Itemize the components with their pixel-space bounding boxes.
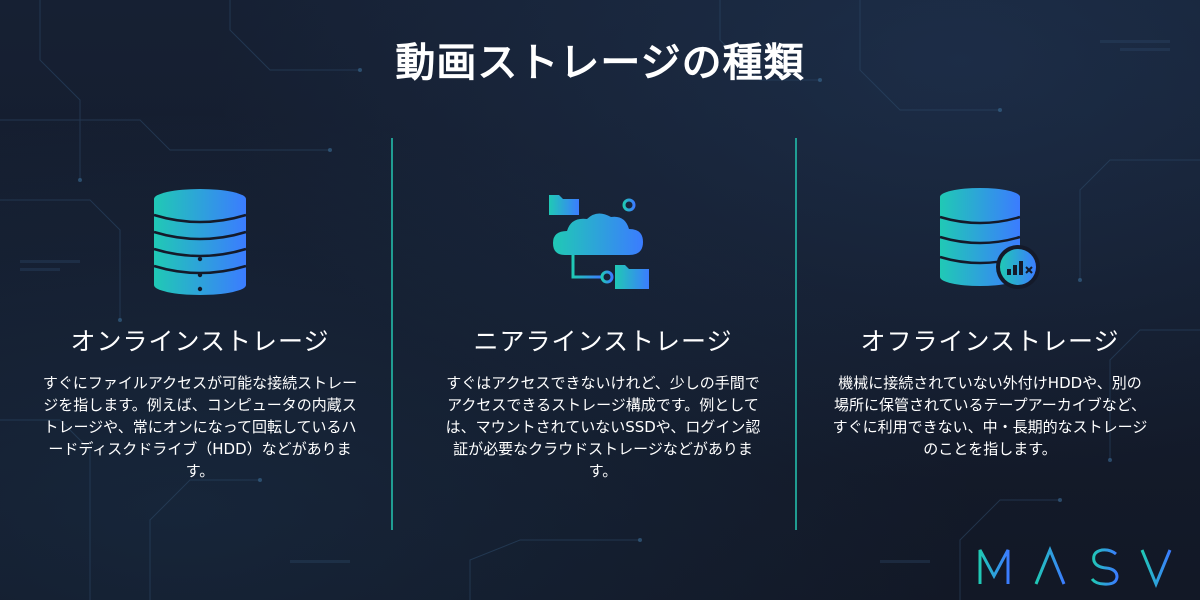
column-divider-right bbox=[795, 138, 797, 530]
online-storage-heading: オンラインストレージ bbox=[70, 327, 330, 356]
online-storage-column: オンラインストレージ すぐにファイルアクセスが可能な接続ストレージを指します。例… bbox=[35, 170, 365, 482]
database-icon bbox=[35, 170, 365, 310]
masv-logo bbox=[978, 546, 1172, 588]
online-storage-description: すぐにファイルアクセスが可能な接続ストレージを指します。例えば、コンピュータの内… bbox=[42, 374, 358, 480]
column-divider-left bbox=[391, 138, 393, 530]
nearline-storage-description: すぐはアクセスできないけれど、少しの手間でアクセスできるストレージ構成です。例と… bbox=[445, 374, 761, 480]
nearline-storage-heading: ニアラインストレージ bbox=[473, 327, 733, 356]
offline-storage-column: オフラインストレージ 機械に接続されていない外付けHDDや、別の場所に保管されて… bbox=[825, 170, 1155, 460]
offline-storage-heading: オフラインストレージ bbox=[860, 327, 1120, 356]
page-title: 動画ストレージの種類 bbox=[395, 40, 805, 86]
nearline-storage-column: ニアラインストレージ すぐはアクセスできないけれど、少しの手間でアクセスできるス… bbox=[438, 170, 768, 482]
offline-storage-description: 機械に接続されていない外付けHDDや、別の場所に保管されているテープアーカイブな… bbox=[832, 374, 1148, 458]
cloud-folder-icon bbox=[438, 170, 768, 310]
database-offline-icon bbox=[825, 170, 1155, 310]
